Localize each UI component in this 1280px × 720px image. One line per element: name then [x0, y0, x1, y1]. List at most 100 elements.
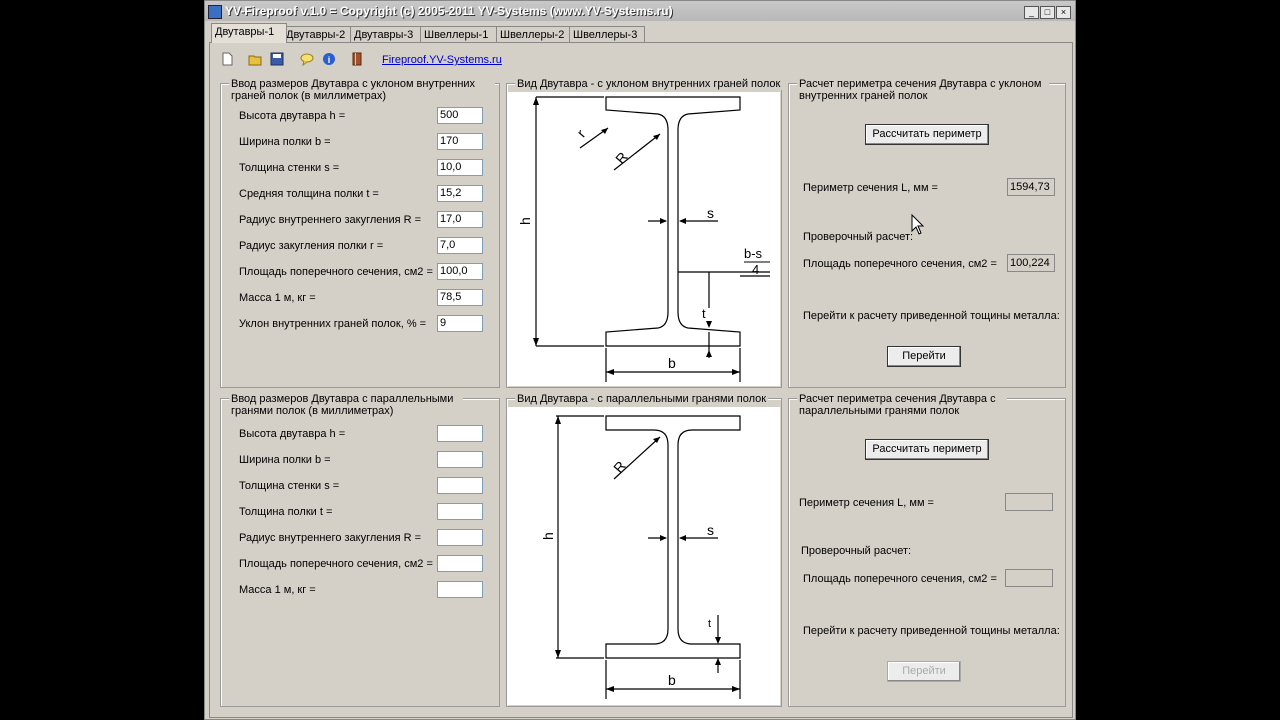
top-goto-label: Перейти к расчету приведенной тощины мет…: [803, 310, 1060, 322]
minimize-button[interactable]: _: [1024, 6, 1039, 19]
field-label: Площадь поперечного сечения, см2 =: [239, 266, 433, 278]
bottom-area-value: [1005, 569, 1053, 587]
field-label: Ширина полки b =: [239, 136, 331, 148]
top-area-label: Площадь поперечного сечения, см2 =: [803, 258, 997, 270]
tab-shvellery-2[interactable]: Швеллеры-2: [496, 26, 574, 43]
field-label: Толщина стенки s =: [239, 480, 340, 492]
tab-dvutavry-1[interactable]: Двутавры-1: [211, 23, 287, 43]
bottom-input-title: Ввод размеров Двутавра с параллельными г…: [229, 393, 463, 417]
save-icon[interactable]: [270, 52, 284, 66]
top-perimeter-label: Периметр сечения L, мм =: [803, 182, 938, 194]
field-input[interactable]: 7,0: [437, 237, 483, 254]
info-icon[interactable]: i: [322, 52, 336, 66]
top-goto-button[interactable]: Перейти: [887, 346, 961, 367]
field-input[interactable]: [437, 425, 483, 442]
bottom-label-s: s: [707, 522, 714, 538]
field-input[interactable]: 10,0: [437, 159, 483, 176]
field-label: Радиус закугления полки r =: [239, 240, 384, 252]
tapered-beam-outline: [605, 96, 741, 347]
tab-dvutavry-3[interactable]: Двутавры-3: [350, 26, 424, 43]
bottom-label-R: R: [610, 458, 629, 476]
field-input[interactable]: 15,2: [437, 185, 483, 202]
window-title: YV-Fireproof v.1.0 = Copyright (c) 2005-…: [225, 4, 673, 18]
top-label-bs-den: 4: [752, 262, 759, 277]
field-label: Средняя толщина полки t =: [239, 188, 379, 200]
top-view-group: Вид Двутавра - с уклоном внутренних гран…: [506, 78, 783, 388]
top-check-label: Проверочный расчет:: [803, 231, 914, 243]
top-label-bs-num: b-s: [744, 246, 763, 261]
top-label-t: t: [702, 306, 706, 321]
close-button[interactable]: ×: [1056, 6, 1071, 19]
field-label: Высота двутавра h =: [239, 110, 346, 122]
bottom-input-group: Ввод размеров Двутавра с параллельными г…: [220, 393, 500, 707]
bottom-check-label: Проверочный расчет:: [801, 545, 912, 557]
bottom-calc-button[interactable]: Рассчитать периметр: [865, 439, 989, 460]
open-folder-icon[interactable]: [248, 52, 262, 66]
top-calc-button[interactable]: Рассчитать периметр: [865, 124, 989, 145]
field-input[interactable]: 78,5: [437, 289, 483, 306]
top-input-group: Ввод размеров Двутавра с уклоном внутрен…: [220, 78, 500, 388]
bottom-goto-button[interactable]: Перейти: [887, 661, 961, 682]
top-label-R: R: [612, 149, 631, 167]
field-input[interactable]: 17,0: [437, 211, 483, 228]
bottom-area-label: Площадь поперечного сечения, см2 =: [803, 573, 997, 585]
mouse-cursor-icon: [911, 214, 925, 235]
bottom-perimeter-label: Периметр сечения L, мм =: [799, 497, 934, 509]
bottom-calc-group: Расчет периметра сечения Двутавра с пара…: [788, 393, 1066, 707]
bottom-calc-title: Расчет периметра сечения Двутавра с пара…: [797, 393, 1007, 417]
field-label: Радиус внутреннего закугления R =: [239, 214, 422, 226]
top-area-value: 100,224: [1007, 254, 1055, 272]
field-input[interactable]: [437, 555, 483, 572]
top-label-h: h: [517, 217, 533, 225]
field-input[interactable]: 500: [437, 107, 483, 124]
field-input[interactable]: [437, 581, 483, 598]
top-view-title: Вид Двутавра - с уклоном внутренних гран…: [515, 78, 783, 90]
field-input[interactable]: 170: [437, 133, 483, 150]
app-icon: [208, 5, 222, 19]
tab-page: i Fireproof.YV-Systems.ru Ввод размеров …: [209, 42, 1073, 718]
parallel-beam-outline: [605, 415, 741, 659]
top-label-r: r: [573, 126, 588, 140]
book-icon[interactable]: [350, 52, 364, 66]
app-window: YV-Fireproof v.1.0 = Copyright (c) 2005-…: [204, 0, 1076, 720]
top-calc-group: Расчет периметра сечения Двутавра с укло…: [788, 78, 1066, 388]
field-label: Высота двутавра h =: [239, 428, 346, 440]
tab-dvutavry-2[interactable]: Двутавры-2: [282, 26, 354, 43]
bottom-view-group: Вид Двутавра - с параллельными гранями п…: [506, 393, 782, 707]
tab-shvellery-3[interactable]: Швеллеры-3: [569, 26, 645, 43]
field-input[interactable]: 9: [437, 315, 483, 332]
field-input[interactable]: [437, 529, 483, 546]
tab-shvellery-1[interactable]: Швеллеры-1: [420, 26, 500, 43]
field-label: Ширина полки b =: [239, 454, 331, 466]
bottom-perimeter-value: [1005, 493, 1053, 511]
bottom-label-b: b: [668, 672, 676, 688]
field-input[interactable]: [437, 451, 483, 468]
bottom-view-title: Вид Двутавра - с параллельными гранями п…: [515, 393, 769, 405]
maximize-button[interactable]: □: [1040, 6, 1055, 19]
field-label: Уклон внутренних граней полок, % =: [239, 318, 427, 330]
top-beam-drawing: h r R s t b b-s 4: [508, 92, 780, 386]
field-label: Радиус внутреннего закугления R =: [239, 532, 422, 544]
top-perimeter-value: 1594,73: [1007, 178, 1055, 196]
title-bar[interactable]: YV-Fireproof v.1.0 = Copyright (c) 2005-…: [205, 1, 1075, 21]
field-input[interactable]: [437, 477, 483, 494]
bottom-label-h: h: [540, 532, 556, 540]
field-label: Толщина стенки s =: [239, 162, 340, 174]
field-input[interactable]: [437, 503, 483, 520]
field-label: Масса 1 м, кг =: [239, 584, 316, 596]
bottom-label-t: t: [708, 618, 711, 630]
bottom-goto-label: Перейти к расчету приведенной тощины мет…: [803, 625, 1060, 637]
field-label: Толщина полки t =: [239, 506, 333, 518]
top-input-title: Ввод размеров Двутавра с уклоном внутрен…: [229, 78, 495, 102]
website-link[interactable]: Fireproof.YV-Systems.ru: [382, 54, 502, 66]
top-calc-title: Расчет периметра сечения Двутавра с укло…: [797, 78, 1049, 102]
field-label: Масса 1 м, кг =: [239, 292, 316, 304]
top-label-s: s: [707, 205, 714, 221]
top-label-b: b: [668, 355, 676, 371]
bottom-beam-drawing: h R s t b: [508, 407, 780, 705]
field-label: Площадь поперечного сечения, см2 =: [239, 558, 433, 570]
comment-icon[interactable]: [300, 52, 314, 66]
svg-text:i: i: [328, 55, 331, 65]
field-input[interactable]: 100,0: [437, 263, 483, 280]
new-file-icon[interactable]: [220, 52, 234, 66]
